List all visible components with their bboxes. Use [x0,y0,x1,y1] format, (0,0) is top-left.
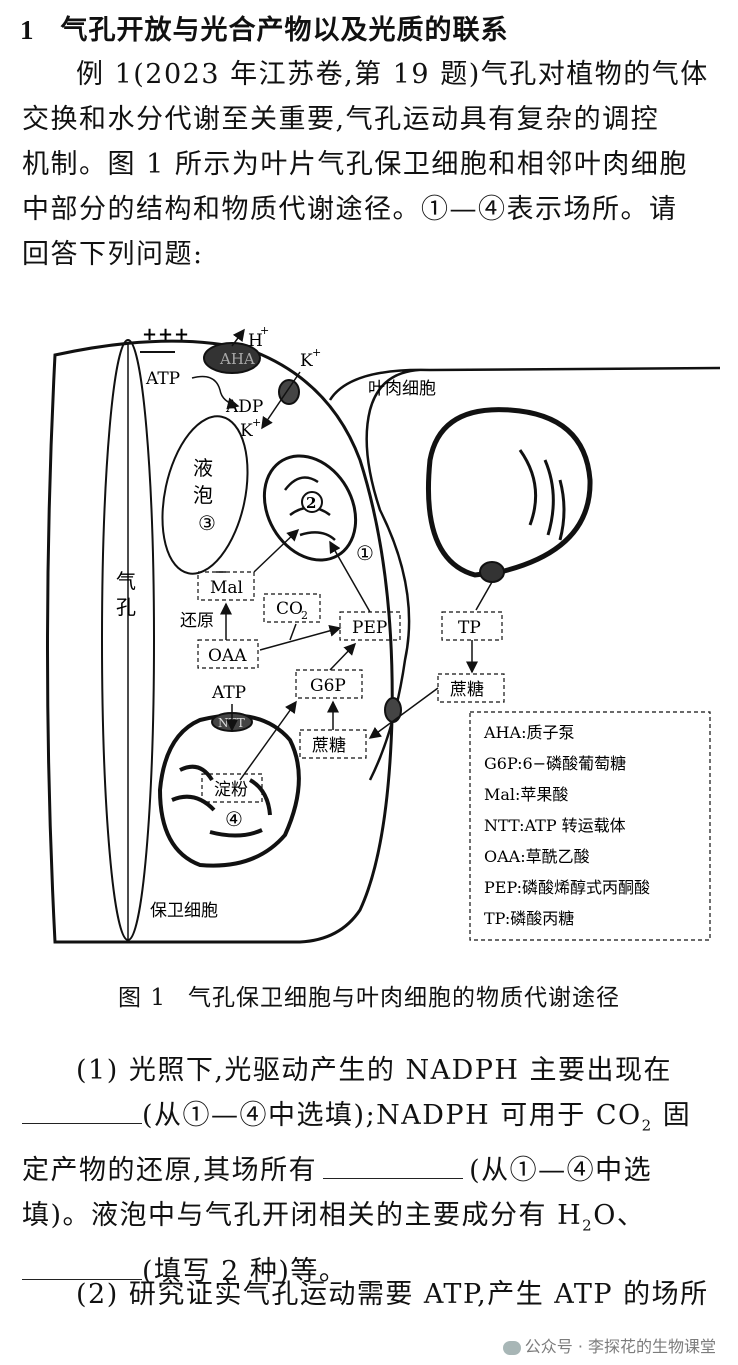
site-4-label: ④ [225,807,243,831]
answer-blank[interactable] [22,1249,142,1280]
vacuole-label-1: 液 [193,456,213,480]
site-3-label: ③ [198,511,216,535]
sucrose-transporter [384,697,402,723]
proton-charge-3: + [174,324,189,345]
mal-label: Mal [210,578,243,598]
intro-line: 交换和水分代谢至关重要,气孔运动具有复杂的调控 [22,104,660,135]
starch-label: 淀粉 [214,780,248,800]
atp2-label: ATP [211,683,246,703]
sucrose2-label: 蔗糖 [450,680,484,700]
vacuole-label-2: 泡 [193,483,213,507]
figure-diagram: AHA + + + H + ATP ADP K + K + 液 泡 ③ 2 ① … [46,324,721,944]
section-number: 1 [20,15,35,45]
figure-number: 图 1 [118,985,166,1011]
section-heading: 1 气孔开放与光合产物以及光质的联系 [20,8,509,47]
aha-label: AHA [219,350,255,368]
figure-caption-text: 气孔保卫细胞与叶肉细胞的物质代谢途径 [187,985,620,1011]
q1-line: (1) 光照下,光驱动产生的 NADPH 主要出现在 [76,1055,673,1086]
answer-blank[interactable] [22,1093,142,1124]
intro-paragraph: 例 1(2023 年江苏卷,第 19 题)气孔对植物的气体 交换和水分代谢至关重… [22,52,722,277]
legend-item: TP:磷酸丙糖 [484,909,574,928]
answer-blank[interactable] [323,1148,464,1180]
k-label-inside: K [240,421,253,441]
legend-item: NTT:ATP 转运载体 [484,816,626,835]
adp-label: ADP [225,397,263,417]
oaa-label: OAA [208,646,247,666]
legend-item: Mal:苹果酸 [484,785,568,804]
mesophyll-chloroplast [425,407,593,578]
g6p-label: G6P [310,676,346,696]
svg-text:+: + [252,416,261,429]
co2-label: CO [276,599,303,619]
svg-text:+: + [260,324,269,337]
aha-pump [203,342,261,374]
legend-item: OAA:草酰乙酸 [484,847,590,866]
k-label-outside: K [300,351,313,371]
intro-line: 中部分的结构和物质代谢途径。①—④表示场所。请 [22,194,678,225]
mesophyll-label: 叶肉细胞 [368,379,436,399]
figure-caption: 图 1 气孔保卫细胞与叶肉细胞的物质代谢途径 [0,978,738,1012]
svg-text:+: + [312,346,321,359]
sucrose-label: 蔗糖 [312,736,346,756]
proton-charge-1: + [142,324,157,345]
legend-item: G6P:6−磷酸葡萄糖 [484,754,626,773]
guard-cell-outline [46,339,394,944]
intro-line: 机制。图 1 所示为叶片气孔保卫细胞和相邻叶肉细胞 [22,149,688,180]
intro-line: 例 1(2023 年江苏卷,第 19 题)气孔对植物的气体 [76,59,709,90]
guard-cell-label: 保卫细胞 [150,901,218,921]
q1-line: 定产物的还原,其场所有(从①—④中选 [22,1148,722,1193]
intro-line: 回答下列问题: [22,239,204,270]
reduction-label: 还原 [180,611,214,631]
tp-transporter [479,561,505,583]
k-channel [278,379,300,405]
tp-label: TP [458,618,481,638]
pep-label: PEP [352,618,387,638]
watermark: 公众号 · 李探花的生物课堂 [502,1333,716,1357]
wechat-icon [502,1340,521,1355]
atp-label: ATP [145,369,180,389]
question-1: (1) 光照下,光驱动产生的 NADPH 主要出现在 (从①—④中选填);NAD… [22,1048,722,1294]
site-2-label: 2 [306,494,316,512]
guard-chloroplast [157,713,301,868]
proton-charge-2: + [158,324,173,345]
section-title: 气孔开放与光合产物以及光质的联系 [60,15,509,46]
question-2: (2) 研究证实气孔运动需要 ATP,产生 ATP 的场所 [22,1272,722,1317]
proton-label: H [248,331,263,351]
stoma-label-2: 孔 [116,595,136,619]
q1-line: (填写 2 种)等。 [22,1249,722,1294]
q2-line: (2) 研究证实气孔运动需要 ATP,产生 ATP 的场所 [76,1279,709,1310]
legend-item: AHA:质子泵 [483,723,574,742]
svg-text:2: 2 [301,609,308,622]
legend-item: PEP:磷酸烯醇式丙酮酸 [484,878,650,897]
stoma-label-1: 气 [116,569,136,593]
q1-line: 填)。液泡中与气孔开闭相关的主要成分有 H2O、 [22,1200,646,1235]
site-1-label: ① [356,541,374,565]
q1-line: (从①—④中选填);NADPH 可用于 CO2 固 [22,1093,722,1148]
vacuole [161,415,249,575]
